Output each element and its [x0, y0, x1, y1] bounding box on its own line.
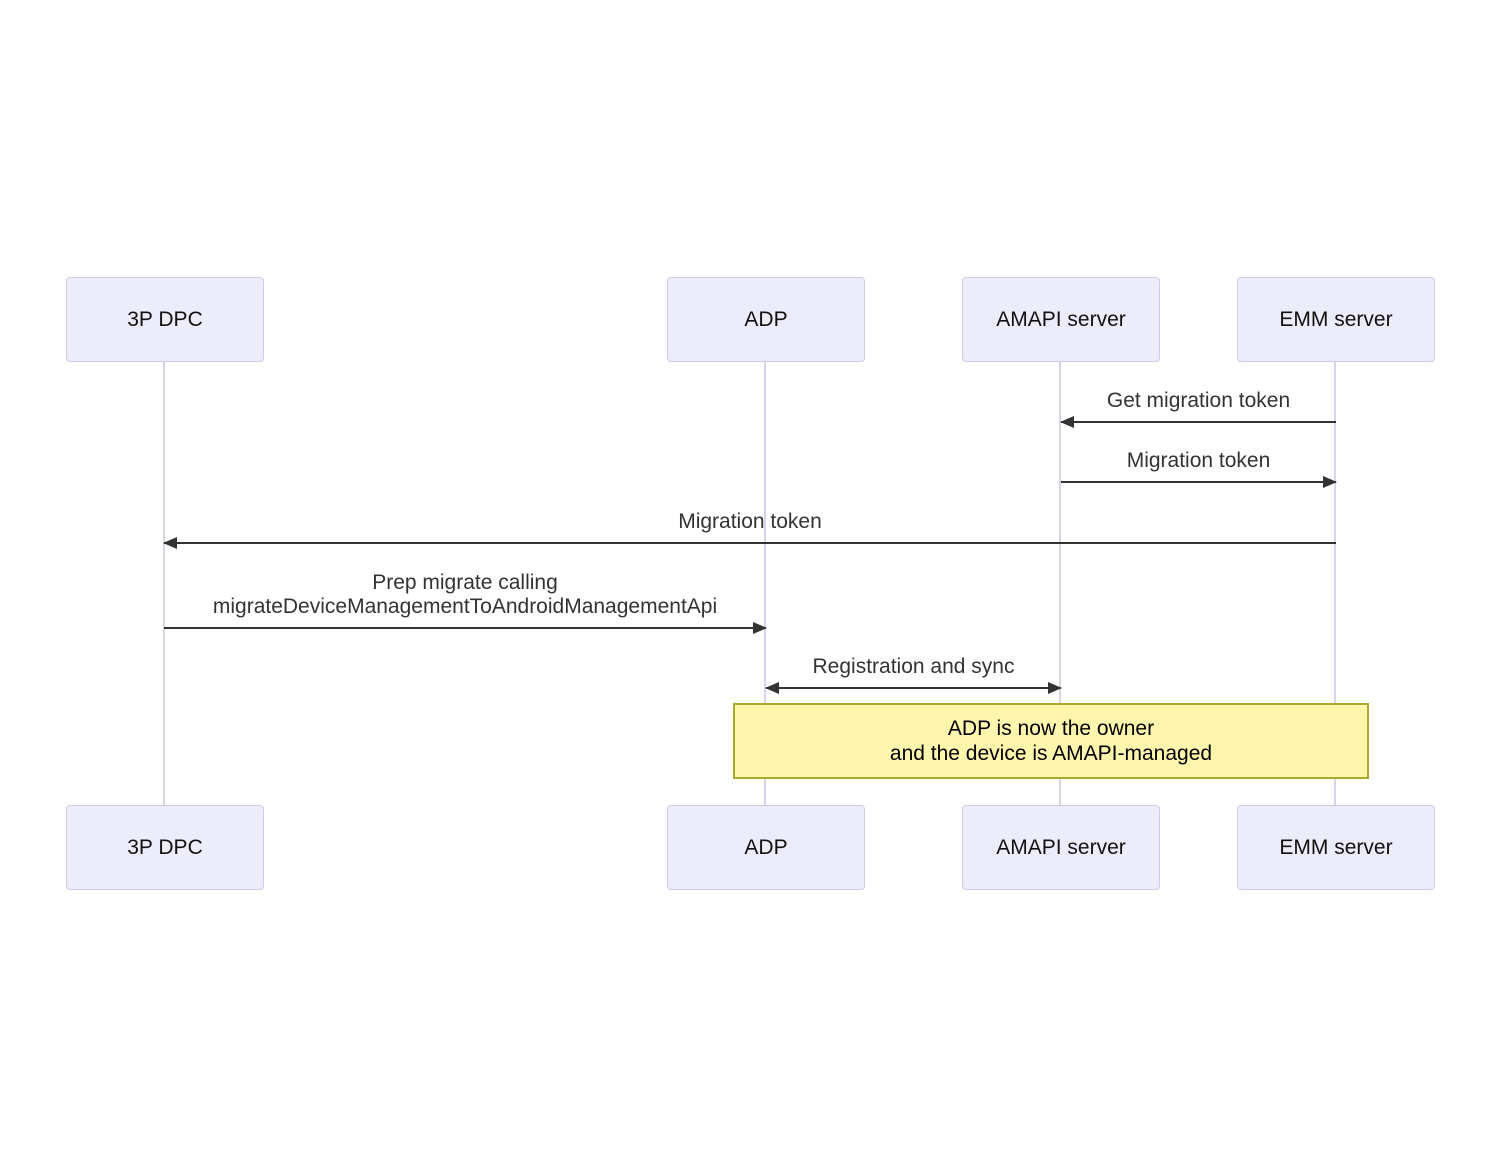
message-line: [766, 687, 1061, 689]
message-migration-token-to-3p-dpc: Migration token: [163, 510, 1336, 556]
message-get-migration-token: Get migration token: [1060, 389, 1336, 435]
note-line-1: ADP is now the owner: [947, 717, 1155, 740]
lifeline-3p-dpc: [163, 361, 165, 805]
actor-label: AMAPI server: [996, 307, 1126, 331]
message-line: [1061, 481, 1336, 483]
message-label: Get migration token: [1106, 389, 1291, 412]
note-adp-owner: ADP is now the owner and the device is A…: [733, 703, 1369, 779]
actor-box-emm-server-top: EMM server: [1237, 277, 1435, 362]
actor-label: 3P DPC: [127, 307, 203, 331]
message-prep-migrate: Prep migrate calling migrateDeviceManage…: [164, 571, 767, 641]
actor-box-adp-top: ADP: [667, 277, 865, 362]
actor-box-adp-bottom: ADP: [667, 805, 865, 890]
actor-label: EMM server: [1279, 307, 1393, 331]
message-label-line-1: Prep migrate calling: [372, 571, 558, 594]
arrowhead-right-icon: [1048, 682, 1062, 694]
message-label: Migration token: [678, 510, 822, 533]
actor-box-amapi-server-bottom: AMAPI server: [962, 805, 1160, 890]
note-line-2: and the device is AMAPI-managed: [889, 742, 1213, 765]
actor-box-3p-dpc-bottom: 3P DPC: [66, 805, 264, 890]
message-label-line-2: migrateDeviceManagementToAndroidManageme…: [212, 595, 718, 618]
arrowhead-left-icon: [765, 682, 779, 694]
arrowhead-right-icon: [753, 622, 767, 634]
arrowhead-right-icon: [1323, 476, 1337, 488]
message-line: [164, 542, 1336, 544]
message-label: Migration token: [1126, 449, 1271, 472]
lifeline-emm-server: [1334, 361, 1336, 805]
message-migration-token-to-emm: Migration token: [1061, 449, 1337, 495]
actor-label: AMAPI server: [996, 835, 1126, 859]
actor-label: EMM server: [1279, 835, 1393, 859]
actor-box-emm-server-bottom: EMM server: [1237, 805, 1435, 890]
message-registration-and-sync: Registration and sync: [765, 655, 1062, 701]
actor-box-3p-dpc-top: 3P DPC: [66, 277, 264, 362]
arrowhead-left-icon: [163, 537, 177, 549]
actor-box-amapi-server-top: AMAPI server: [962, 277, 1160, 362]
message-line: [164, 627, 766, 629]
arrowhead-left-icon: [1060, 416, 1074, 428]
lifeline-amapi-server: [1059, 361, 1061, 805]
actor-label: 3P DPC: [127, 835, 203, 859]
actor-label: ADP: [744, 307, 788, 331]
message-label: Registration and sync: [812, 655, 1015, 678]
message-line: [1061, 421, 1336, 423]
lifeline-adp: [764, 361, 766, 805]
actor-label: ADP: [744, 835, 788, 859]
